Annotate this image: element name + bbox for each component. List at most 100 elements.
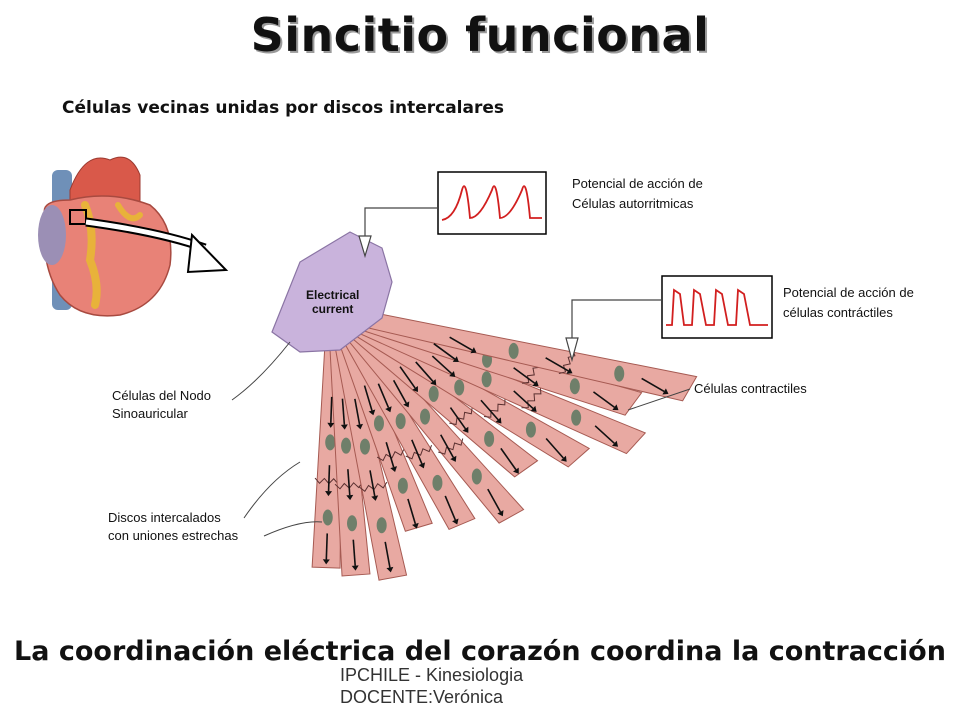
current-arrow xyxy=(384,541,391,568)
current-arrow-head xyxy=(452,518,459,525)
current-arrow xyxy=(385,442,395,468)
nucleus xyxy=(376,517,387,534)
current-arrow-head xyxy=(403,401,410,408)
current-arrow xyxy=(330,396,333,423)
intercalated-disc xyxy=(521,386,542,409)
current-arrow-head xyxy=(340,424,348,430)
current-arrow xyxy=(411,439,423,465)
current-arrow xyxy=(341,398,346,425)
current-arrow xyxy=(444,495,457,521)
current-arrow-head xyxy=(530,405,537,412)
heart-body xyxy=(43,195,172,317)
current-arrow-head xyxy=(346,494,354,501)
footer-line1: IPCHILE - Kinesiologia xyxy=(340,665,524,685)
leader-discos-1 xyxy=(243,461,301,519)
current-arrow-head xyxy=(566,367,573,374)
current-arrow xyxy=(407,498,417,525)
pointer-line-autorritmicas xyxy=(364,207,438,238)
current-arrow-head xyxy=(368,409,376,416)
center-label-line1: Electrical xyxy=(306,288,359,302)
heart-left-atrium xyxy=(38,205,66,265)
label-autorritmicas-2: Células autorritmicas xyxy=(572,196,694,211)
current-arrow-head xyxy=(560,455,567,462)
nucleus xyxy=(395,413,406,430)
intercalated-disc xyxy=(483,398,506,418)
current-arrow xyxy=(449,336,473,351)
current-arrow xyxy=(449,407,467,430)
label-nodo-2: Sinoauricular xyxy=(112,406,189,421)
ap-box-contractiles xyxy=(661,275,773,339)
current-arrow xyxy=(545,438,564,459)
current-arrow-head xyxy=(390,466,398,472)
ap-trace-autorritmicas xyxy=(441,185,542,221)
current-arrow xyxy=(327,465,331,492)
current-arrow-head xyxy=(450,455,457,462)
leader-discos-2 xyxy=(263,521,323,537)
nucleus xyxy=(471,468,482,485)
pointer-head-contractiles xyxy=(565,337,579,363)
ap-trace-contractiles xyxy=(666,288,768,326)
nucleus xyxy=(325,434,336,451)
nucleus xyxy=(614,365,625,382)
current-arrow xyxy=(641,377,665,393)
label-contractiles-2: células contráctiles xyxy=(783,305,893,320)
current-arrow-head xyxy=(462,426,469,433)
current-arrow xyxy=(480,399,499,421)
nucleus xyxy=(508,342,519,359)
current-arrow xyxy=(594,425,615,444)
subtitle: Células vecinas unidas por discos interc… xyxy=(62,98,505,118)
label-discos-1: Discos intercalados xyxy=(108,510,221,525)
current-arrow xyxy=(440,434,455,458)
nucleus xyxy=(525,421,536,438)
nucleus xyxy=(454,379,465,396)
pointer-line-contractiles xyxy=(571,299,662,340)
current-arrow xyxy=(363,385,373,411)
coronary-fat-2 xyxy=(115,202,143,222)
sa-node-region xyxy=(271,231,393,353)
ap-box-autorritmicas xyxy=(437,171,547,235)
nucleus xyxy=(420,408,431,425)
intercalated-disc xyxy=(449,406,473,426)
current-arrow xyxy=(352,539,356,566)
leader-nodo xyxy=(231,341,291,401)
nucleus xyxy=(484,430,495,447)
current-arrow-head xyxy=(470,347,477,354)
current-arrow-head xyxy=(327,422,335,428)
current-arrow xyxy=(325,533,329,560)
intercalated-disc xyxy=(405,444,433,460)
current-arrow-head xyxy=(662,388,669,395)
current-arrow-head xyxy=(611,440,619,447)
current-arrow-head xyxy=(386,566,394,573)
current-arrow-head xyxy=(325,491,333,497)
pointer-head-autorritmicas xyxy=(358,235,372,259)
current-arrow-head xyxy=(385,406,392,413)
current-arrow-head xyxy=(513,467,519,474)
page-title: Sincitio funcional xyxy=(250,8,710,62)
intercalated-disc xyxy=(558,349,576,374)
current-arrow xyxy=(399,366,416,389)
current-arrow-head xyxy=(418,462,426,469)
footer: IPCHILE - Kinesiologia DOCENTE:Verónica xyxy=(340,664,523,708)
current-arrow-head xyxy=(430,379,437,386)
nucleus xyxy=(571,409,582,426)
current-arrow-head xyxy=(532,380,539,387)
current-arrow-head xyxy=(452,356,459,363)
current-arrow-head xyxy=(495,417,502,424)
muscle-fibers xyxy=(311,312,698,581)
label-celulas-contractiles: Células contractiles xyxy=(694,381,807,396)
nucleus xyxy=(428,385,439,402)
current-arrow xyxy=(433,343,456,360)
current-arrow xyxy=(354,398,361,425)
current-arrow xyxy=(592,391,615,408)
caption: La coordinación eléctrica del corazón co… xyxy=(14,636,946,667)
current-arrow-head xyxy=(356,423,363,430)
nucleus xyxy=(341,437,352,454)
current-arrow xyxy=(377,383,390,408)
label-nodo-1: Células del Nodo xyxy=(112,388,211,403)
intercalated-disc xyxy=(376,448,405,462)
current-arrow xyxy=(487,488,502,513)
current-arrow xyxy=(415,361,434,382)
nucleus xyxy=(359,438,370,455)
leader-contractiles xyxy=(627,388,691,411)
